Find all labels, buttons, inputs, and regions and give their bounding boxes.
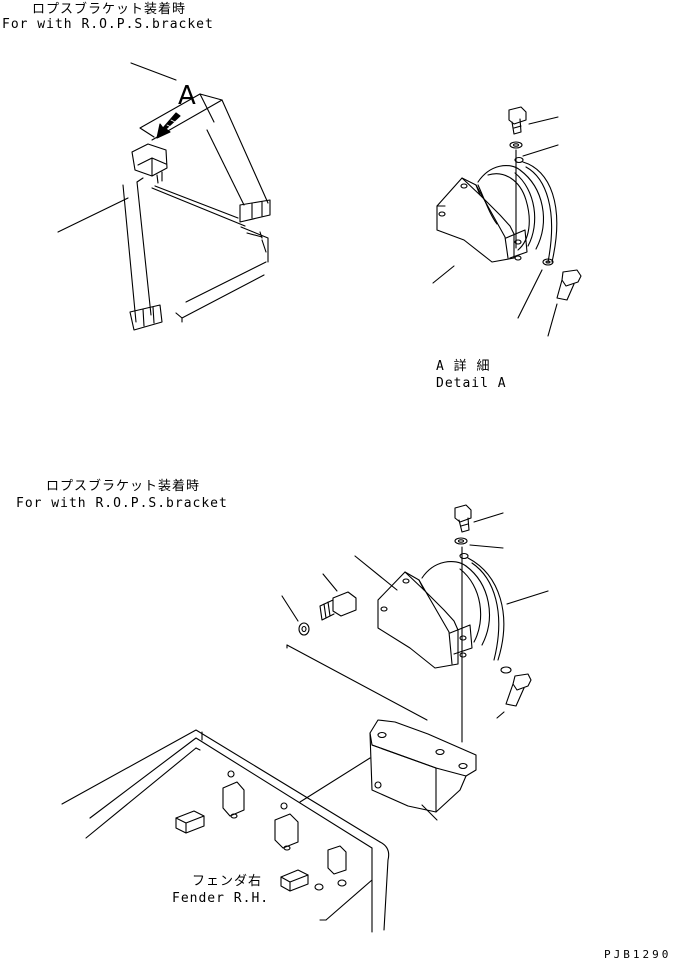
bottom-caption-english: For with R.O.P.S.bracket (16, 496, 228, 511)
detail-a-view (432, 106, 582, 337)
top-caption-english: For with R.O.P.S.bracket (2, 17, 214, 32)
fender-label-english: Fender R.H. (172, 891, 270, 906)
detail-a-english: Detail A (436, 376, 507, 391)
drawing-code: PJB1290 (604, 948, 672, 961)
view-letter-a: A (178, 81, 196, 111)
fender-assembly-view (61, 504, 549, 933)
top-caption-japanese: ロプスブラケット装着時 (32, 2, 187, 17)
detail-a-japanese: A 詳 細 (436, 359, 491, 374)
fender-label-japanese: フェンダ右 (192, 874, 263, 889)
bottom-caption-japanese: ロプスブラケット装着時 (46, 479, 201, 494)
rops-frame-view (57, 62, 271, 331)
